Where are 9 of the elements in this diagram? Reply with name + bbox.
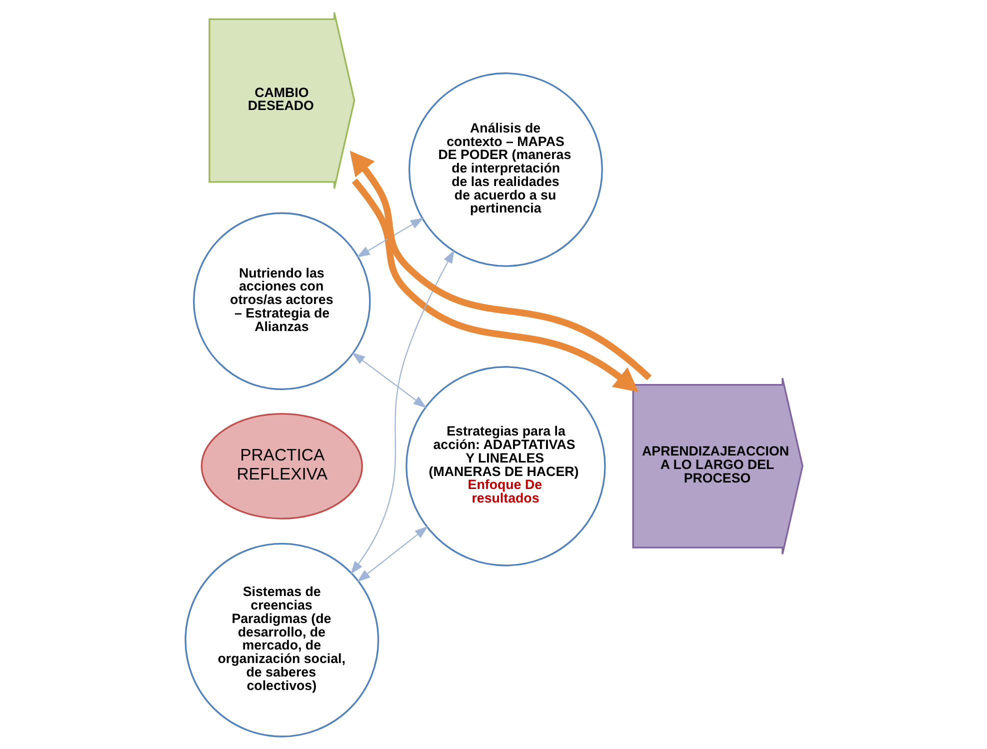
node-circle: Estrategias para la acción: ADAPTATIVAS Y LINEALES (MANERAS DE HACER) Enfoque De resultados [405, 366, 606, 566]
arrow [356, 218, 424, 258]
node-circle: Sistemas de creencias Paradigmas (de desarrollo, de mercado, de organización social, de saberes colectivos) [184, 542, 379, 738]
arrow [356, 526, 428, 582]
node-ellipse: PRACTICA REFLEXIVA [200, 412, 362, 520]
arrow [349, 150, 652, 380]
arrow [351, 178, 638, 392]
arrow [351, 352, 426, 408]
arrow [350, 250, 454, 574]
